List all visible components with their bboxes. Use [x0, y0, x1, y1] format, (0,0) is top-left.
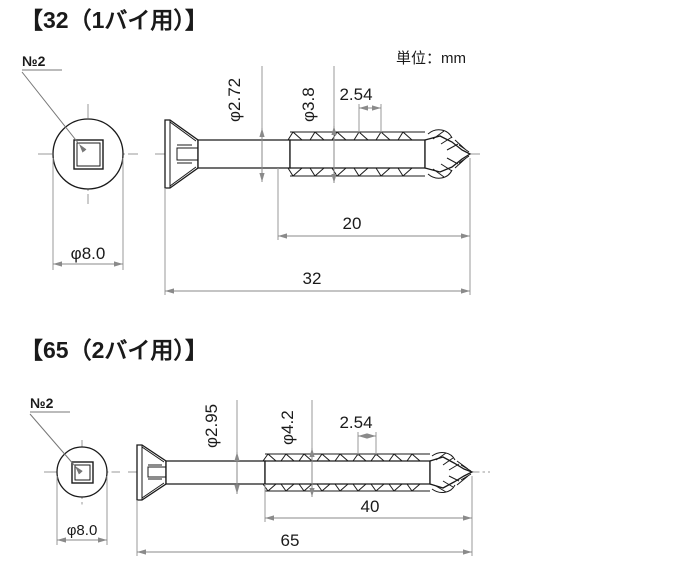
tip-flutes-lower-32	[432, 157, 459, 178]
shank-diameter-dim-32: φ2.72	[225, 66, 265, 182]
head-cone-lower-32	[169, 166, 197, 187]
drive-label-65: №2	[30, 395, 54, 411]
thread-diameter-label-65: φ4.2	[278, 410, 297, 445]
tip-cut-upper-32	[427, 129, 453, 139]
thread-core-body-65	[264, 460, 431, 485]
thread-length-dim-65: 40	[264, 476, 473, 522]
overall-length-dim-32: 32	[164, 188, 471, 295]
square-drive-inner-32	[76, 142, 101, 167]
drive-leader-line-32	[21, 71, 87, 153]
unit-note-32: 単位：mm	[396, 50, 466, 67]
shank-diameter-label-65: φ2.95	[202, 404, 221, 448]
thread-length-dim-32: 20	[277, 158, 471, 240]
drive-label-32: №2	[22, 53, 46, 69]
section-screw-32: 【32（1バイ用）】 単位：mm №2 φ8.0	[20, 7, 480, 295]
tip-flutes-upper-65	[435, 452, 460, 471]
thread-diameter-dim-65: φ4.2	[278, 400, 315, 497]
thread-diameter-dim-32: φ3.8	[299, 66, 337, 183]
thread-core-body-32	[289, 139, 426, 169]
head-cone-upper-65	[141, 446, 165, 463]
tip-flutes-lower-65	[435, 475, 460, 493]
tip-cut-lower-32	[427, 169, 453, 179]
drive-callout-32: №2	[21, 53, 87, 153]
square-drive-outer-65	[71, 461, 94, 484]
screw-tip-32	[424, 129, 472, 179]
pitch-dim-65: 2.54	[339, 413, 377, 456]
square-drive-outer-32	[73, 139, 104, 170]
thread-length-label-65: 40	[361, 497, 380, 516]
overall-length-dim-65: 65	[136, 500, 473, 556]
head-end-view-32	[38, 104, 138, 204]
screw-tip-65	[429, 452, 474, 493]
pitch-label-32: 2.54	[339, 85, 372, 104]
tip-point-lines-32	[454, 139, 470, 169]
shank-65	[165, 460, 266, 485]
screw-side-view-65	[128, 444, 490, 501]
head-diameter-label-65: φ8.0	[67, 522, 98, 539]
tip-cut-upper-65	[431, 452, 456, 461]
section-screw-65: 【65（2バイ用）】 №2 φ8.0	[20, 337, 490, 556]
drive-callout-65: №2	[29, 395, 83, 475]
pitch-dim-32: 2.54	[339, 85, 382, 133]
head-diameter-dim-65: φ8.0	[56, 476, 108, 545]
overall-length-label-65: 65	[281, 531, 300, 550]
drive-leader-line-65	[29, 413, 83, 475]
tip-flutes-upper-32	[432, 130, 459, 151]
head-diameter-label-32: φ8.0	[71, 244, 106, 263]
shank-diameter-label-32: φ2.72	[225, 78, 244, 122]
section-title-32: 【32（1バイ用）】	[20, 7, 208, 33]
thread-length-label-32: 20	[343, 214, 362, 233]
shank-32	[197, 139, 291, 169]
pitch-label-65: 2.54	[339, 413, 372, 432]
shank-diameter-dim-65: φ2.95	[202, 400, 240, 494]
section-title-65: 【65（2バイ用）】	[20, 337, 208, 363]
head-cone-lower-65	[141, 482, 165, 499]
head-circle-32	[52, 118, 124, 190]
tip-cut-lower-65	[431, 484, 456, 493]
screw-side-view-32	[155, 119, 480, 189]
tip-body-32	[424, 135, 472, 173]
thread-diameter-label-32: φ3.8	[299, 87, 318, 122]
head-diameter-dim-32: φ8.0	[52, 158, 124, 270]
head-cone-upper-32	[169, 121, 197, 142]
overall-length-label-32: 32	[303, 269, 322, 288]
tip-point-lines-65	[456, 460, 472, 486]
